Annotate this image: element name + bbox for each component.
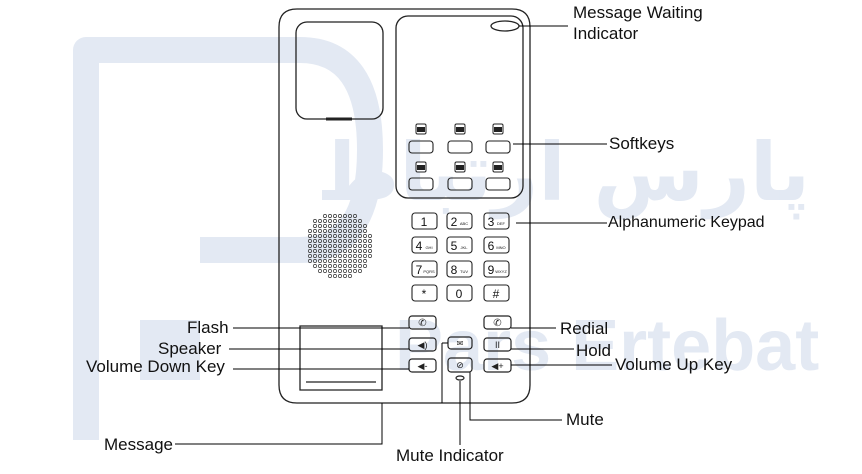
- leader-mute: [469, 372, 562, 421]
- phone-body: [278, 8, 531, 404]
- softkeys: [408, 123, 511, 191]
- mute-indicator-led: [455, 375, 465, 381]
- speaker-grille-dots: [308, 214, 372, 278]
- keypad-letters: PQRS: [423, 269, 435, 274]
- keypad-key[interactable]: 0: [446, 284, 473, 302]
- hold-icon: II: [495, 340, 500, 350]
- softkey[interactable]: [408, 123, 434, 154]
- keypad-digit: #: [493, 287, 500, 301]
- keypad-key[interactable]: *: [411, 284, 438, 302]
- keypad-letters: JKL: [461, 245, 469, 250]
- softkey[interactable]: [447, 123, 473, 154]
- label-volume-down-key: Volume Down Key: [86, 357, 225, 376]
- keypad-key[interactable]: #: [483, 284, 510, 302]
- keypad-digit: 1: [421, 215, 428, 229]
- keypad-digit: 7: [416, 263, 423, 277]
- envelope-icon: ✉: [457, 339, 464, 348]
- redial-icon: ✆: [493, 318, 501, 329]
- redial-key[interactable]: ✆: [483, 315, 512, 330]
- hook-recess: [299, 325, 383, 391]
- leader-message: [175, 342, 448, 445]
- softkey[interactable]: [408, 161, 434, 191]
- keypad-digit: 4: [416, 239, 423, 253]
- keypad-letters: DEF: [497, 221, 506, 226]
- softkey-panel: [395, 15, 524, 199]
- volume-down-icon: ◀-: [418, 361, 428, 371]
- keypad-letters: TUV: [460, 269, 468, 274]
- label-message: Message: [104, 435, 173, 454]
- label-mute-indicator: Mute Indicator: [396, 446, 504, 465]
- label-softkeys: Softkeys: [609, 134, 675, 153]
- volume-up-icon: ◀+: [491, 361, 503, 371]
- keypad-letters: WXYZ: [495, 269, 507, 274]
- label-hold: Hold: [576, 341, 611, 360]
- keypad-letters: GHI: [425, 245, 432, 250]
- leader-lines: [175, 25, 612, 445]
- watermark-text: Pars Ertebat: [395, 306, 819, 386]
- label-mute: Mute: [566, 410, 604, 429]
- keypad-digit: *: [422, 287, 427, 301]
- watermark: [73, 37, 383, 440]
- keypad-letters: MNO: [496, 245, 505, 250]
- speaker-key[interactable]: ◀): [408, 337, 437, 352]
- watermark-arabic-text: پارس ارتباط: [316, 126, 810, 220]
- label-message-waiting-indicator: Message Waiting Indicator: [573, 3, 703, 43]
- keypad-digit: 5: [451, 239, 458, 253]
- speaker-icon: ◀): [418, 340, 428, 350]
- keypad-letters: ABC: [460, 221, 468, 226]
- keypad-digit: 6: [488, 239, 495, 253]
- label-flash: Flash: [187, 318, 229, 337]
- mute-icon: ⊘: [456, 360, 464, 370]
- flash-icon: ✆: [418, 318, 426, 329]
- label-redial: Redial: [560, 319, 609, 338]
- keypad-digit: 8: [451, 263, 458, 277]
- mute-key[interactable]: ⊘: [447, 357, 473, 373]
- keypad-key[interactable]: 1: [411, 212, 438, 230]
- keypad-digit: 9: [488, 263, 495, 277]
- label-speaker: Speaker: [158, 339, 222, 358]
- flash-key[interactable]: ✆: [408, 315, 437, 330]
- keypad-digit: 0: [456, 287, 463, 301]
- hold-key[interactable]: II: [483, 337, 512, 352]
- keypad-digit: 3: [488, 215, 495, 229]
- softkey[interactable]: [485, 123, 511, 154]
- label-volume-up-key: Volume Up Key: [615, 355, 733, 374]
- keypad-digit: 2: [451, 215, 458, 229]
- label-alphanumeric-keypad: Alphanumeric Keypad: [608, 214, 765, 231]
- softkey[interactable]: [447, 161, 473, 191]
- message-waiting-led: [490, 20, 520, 32]
- volume-down-key[interactable]: ◀-: [408, 358, 437, 373]
- watermark-logo-mark: [73, 37, 383, 440]
- softkey[interactable]: [485, 161, 511, 191]
